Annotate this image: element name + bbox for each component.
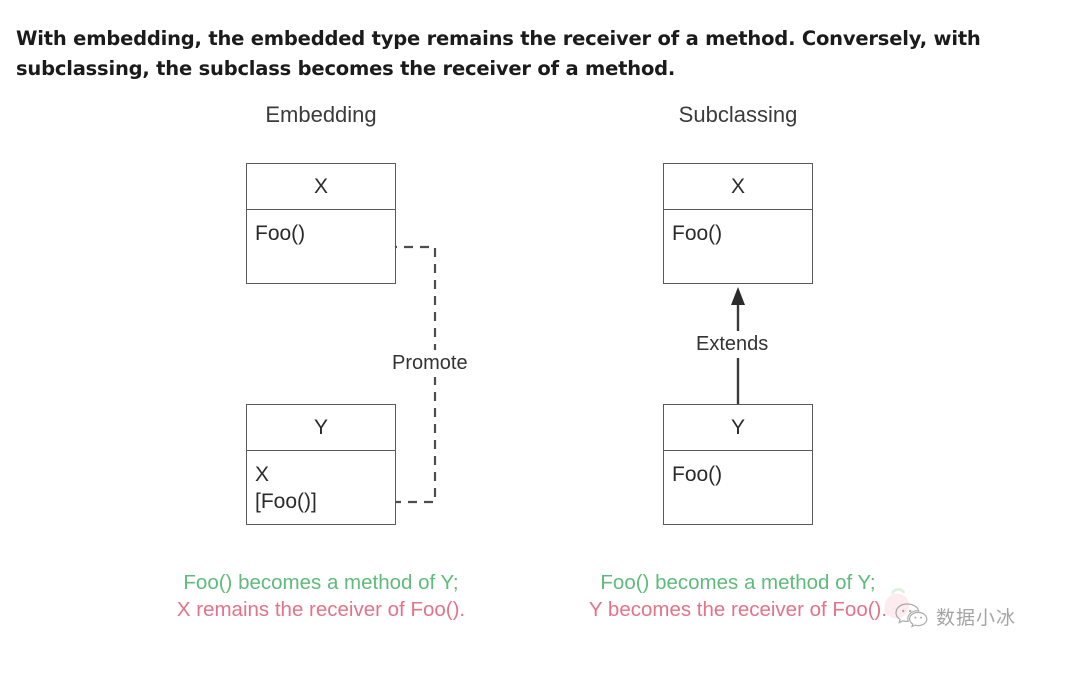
embedding-class-x-name: X [247,164,395,210]
embedding-class-y-members: X [Foo()] [247,451,395,515]
embedding-class-box-y: Y X [Foo()] [246,404,396,525]
embedding-class-y-name: Y [247,405,395,451]
subclassing-class-x-name: X [664,164,812,210]
subclassing-class-y-name: Y [664,405,812,451]
embedding-class-x-members: Foo() [255,222,306,245]
embedding-class-y-member-embedded: X [255,463,270,486]
extends-arrowhead [731,287,745,305]
caption-embedding: Foo() becomes a method of Y; X remains t… [151,569,491,623]
caption-embedding-line-2: X remains the receiver of Foo(). [176,598,466,621]
watermark: 数据小冰 [895,602,1016,630]
connector-label-extends: Extends [690,331,775,358]
wechat-icon [895,603,928,628]
caption-subclassing-line-1: Foo() becomes a method of Y; [600,571,876,594]
subclassing-class-box-y: Y Foo() [663,404,813,525]
caption-subclassing-line-2: Y becomes the receiver of Foo(). [588,598,888,621]
subclassing-class-x-members: Foo() [672,222,723,245]
column-title-subclassing: Subclassing [678,102,798,127]
caption-embedding-line-1: Foo() becomes a method of Y; [183,571,459,594]
embedding-class-box-x: X Foo() [246,163,396,284]
page-title: With embedding, the embedded type remain… [16,27,981,80]
embedding-class-y-member-promoted: [Foo()] [255,490,317,513]
watermark-text: 数据小冰 [936,606,1017,629]
subclassing-class-y-members: Foo() [672,463,723,486]
column-title-embedding: Embedding [265,102,377,127]
watermark-decoration [884,588,910,619]
caption-subclassing: Foo() becomes a method of Y; Y becomes t… [568,569,908,623]
subclassing-class-box-x: X Foo() [663,163,813,284]
connector-label-promote: Promote [386,350,474,377]
